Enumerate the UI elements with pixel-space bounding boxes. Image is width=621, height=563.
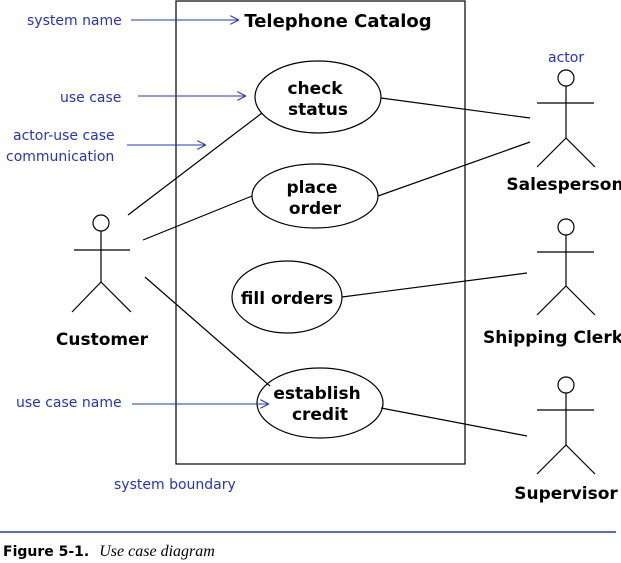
link-shipping-clerk-fill-orders bbox=[341, 272, 528, 298]
svg-text:fill orders: fill orders bbox=[241, 289, 333, 309]
use-case-check-status: check status bbox=[254, 60, 382, 134]
link-salesperson-check-status bbox=[380, 97, 531, 119]
use-case-label-line: place bbox=[287, 178, 338, 198]
annotation-actor-comm: actor-use case communication bbox=[6, 128, 119, 165]
actor-salesperson-label: Salesperson bbox=[506, 175, 621, 195]
annotation-actor: actor bbox=[548, 50, 584, 66]
system-boundary bbox=[175, 0, 466, 465]
annotation-actor-comm-line2: communication bbox=[6, 149, 114, 165]
figure-caption: Figure 5-1. Use case diagram bbox=[3, 543, 215, 560]
actor-supervisor-label: Supervisor bbox=[514, 484, 618, 504]
use-case-label-line: establish bbox=[273, 384, 360, 404]
actor-supervisor bbox=[536, 376, 596, 475]
figure-number: Figure 5-1. bbox=[3, 544, 89, 560]
use-case-fill-orders: fill orders bbox=[231, 260, 343, 334]
link-customer-place-order bbox=[142, 195, 253, 241]
actor-customer bbox=[71, 214, 132, 313]
use-case-label-line: check bbox=[287, 79, 343, 99]
actor-shipping-clerk bbox=[536, 218, 596, 316]
annotation-system-name: system name bbox=[27, 13, 122, 29]
figure-title: Use case diagram bbox=[99, 543, 215, 560]
annotation-use-case: use case bbox=[60, 90, 121, 106]
annotation-system-boundary: system boundary bbox=[114, 477, 236, 493]
link-customer-check-status bbox=[127, 112, 263, 216]
svg-text:place order: place order bbox=[287, 178, 344, 219]
svg-text:check status: check status bbox=[287, 79, 348, 120]
system-name: Telephone Catalog bbox=[244, 11, 431, 32]
use-case-label-line: status bbox=[288, 100, 348, 120]
annotation-use-case-name: use case name bbox=[16, 395, 122, 411]
link-salesperson-place-order bbox=[377, 141, 531, 197]
actor-salesperson bbox=[536, 69, 596, 168]
svg-text:establish credit: establish credit bbox=[273, 384, 366, 425]
link-customer-establish-credit bbox=[144, 276, 271, 387]
actor-customer-label: Customer bbox=[56, 330, 149, 350]
annotation-actor-comm-line1: actor-use case bbox=[13, 128, 115, 144]
use-case-label-line: order bbox=[289, 199, 342, 219]
use-case-label-line: credit bbox=[292, 405, 348, 425]
actor-shipping-clerk-label: Shipping Clerk bbox=[483, 328, 621, 348]
link-supervisor-establish-credit bbox=[380, 407, 528, 437]
use-case-place-order: place order bbox=[251, 163, 379, 229]
use-case-establish-credit: establish credit bbox=[256, 367, 384, 439]
